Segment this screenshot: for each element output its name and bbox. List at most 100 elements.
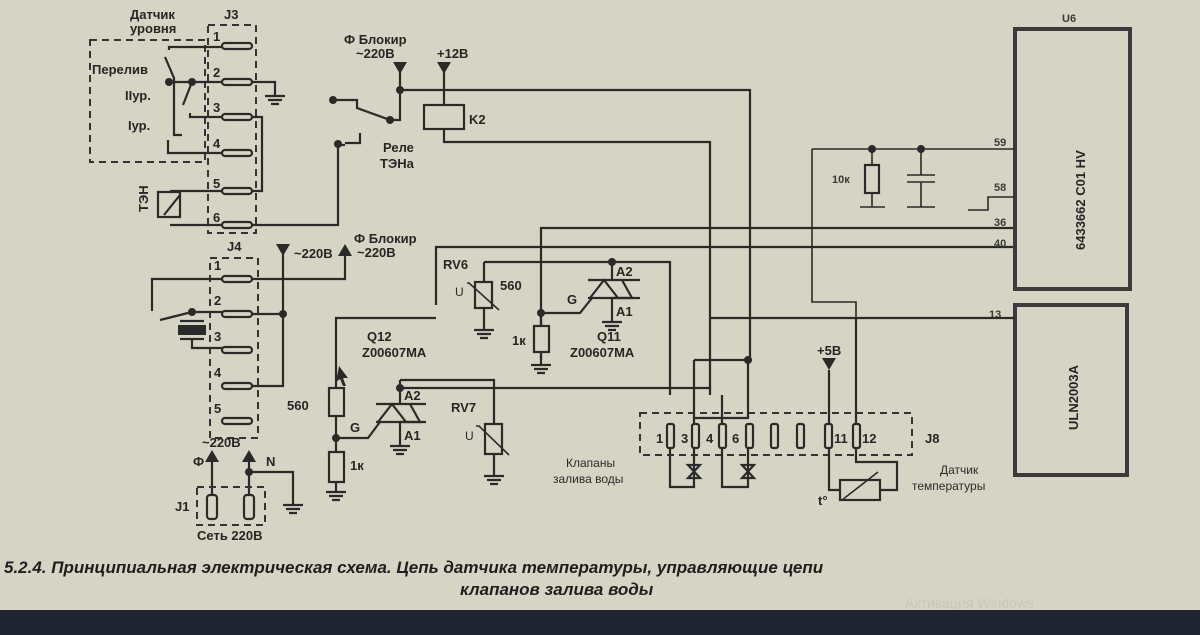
j8-pin-12: 12 <box>862 431 876 446</box>
j1-phase: Ф <box>193 454 204 469</box>
j8-pin-6: 6 <box>732 431 739 446</box>
power-mid-block-2: ~220В <box>357 245 396 260</box>
figure-caption-1: 5.2.4. Принципиальная электрическая схем… <box>4 558 824 577</box>
mcu-capacitor <box>907 149 935 208</box>
figure-caption-2: клапанов залива воды <box>460 580 654 599</box>
j1-neutral: N <box>266 454 275 469</box>
q11-a1: A1 <box>616 304 633 319</box>
q12-gate-res-bottom-value: 1к <box>350 458 364 473</box>
level-sensor: Датчик уровня Перелив IIур. Iур. <box>89 7 228 163</box>
relay-supply-block-2: ~220В <box>356 46 395 61</box>
driver-part: ULN2003A <box>1066 364 1081 430</box>
temp-sensor-label-1: Датчик <box>940 463 979 477</box>
q11-name: Q11 <box>597 329 621 344</box>
relay-coil <box>422 103 466 131</box>
mcu-pin-58: 58 <box>994 182 1006 194</box>
connector-j8: J8 1 3 4 6 11 12 Клапаны залива воды +5В… <box>553 318 985 508</box>
level2-label: IIур. <box>125 88 151 103</box>
triac-q11-circuit: RV6 560 U A2 A1 G 1к Q11 Z00607MA <box>434 226 1015 395</box>
j3-pin-6: 6 <box>213 210 220 225</box>
valve-1-icon <box>685 463 703 480</box>
q12-name: Q12 <box>367 329 392 344</box>
j4-pin-1: 1 <box>214 258 221 273</box>
q11-gate: G <box>567 292 577 307</box>
schematic-diagram: Датчик уровня Перелив IIур. Iур. J3 1 2 … <box>4 7 1132 610</box>
q12-gate-res-top-value: 560 <box>287 398 309 413</box>
mcu-pin-36: 36 <box>994 217 1006 229</box>
q11-gate-resistor <box>532 324 551 354</box>
level1-label: Iур. <box>128 118 150 133</box>
j3-label: J3 <box>224 7 238 22</box>
q11-gate-res-value: 1к <box>512 333 526 348</box>
j8-pin-3: 3 <box>681 431 688 446</box>
driver-body <box>1013 303 1129 477</box>
heater-element <box>156 190 182 219</box>
mcu-pin-40: 40 <box>994 238 1006 250</box>
q12-gate: G <box>350 420 360 435</box>
j8-box <box>639 412 913 456</box>
mcu-body <box>1013 27 1132 291</box>
rv7-symbol: U <box>465 429 474 443</box>
j3-pin-5: 5 <box>213 176 220 191</box>
mcu-pin-59: 59 <box>994 137 1006 149</box>
q12-gate-resistor-bottom <box>327 450 346 484</box>
monitor-screen: Датчик уровня Перелив IIур. Iур. J3 1 2 … <box>0 0 1200 610</box>
monitor-bezel <box>0 610 1200 635</box>
driver-uln2003a: ULN2003A 13 <box>710 303 1129 477</box>
j3-pin-3: 3 <box>213 100 220 115</box>
j1-label: J1 <box>175 499 189 514</box>
mcu-part: 6433662 C01 HV <box>1073 150 1088 250</box>
j1-box <box>196 486 266 526</box>
triac-q12-circuit: Q12 Z00607MA 560 1к G A2 A1 RV7 U <box>287 316 712 502</box>
power-mid-block-1: Ф Блокир <box>354 231 417 246</box>
j4-pin-5: 5 <box>214 401 221 416</box>
rv7-name: RV7 <box>451 400 476 415</box>
valve-2-icon <box>739 463 757 480</box>
valves-label-1: Клапаны <box>566 456 615 470</box>
relay-k2: Ф Блокир ~220В +12В K2 Реле ТЭНа <box>329 32 752 390</box>
mcu-resistor <box>863 163 881 195</box>
connector-j1: ~220В Ф N J1 Сеть 220В <box>175 435 303 543</box>
rv6-value: 560 <box>500 278 522 293</box>
heater-label: ТЭН <box>136 185 151 212</box>
j8-pin-1: 1 <box>656 431 663 446</box>
q12-part: Z00607MA <box>362 345 427 360</box>
heater: ТЭН <box>136 185 222 227</box>
j3-pin-1: 1 <box>213 29 220 44</box>
temp-sensor-symbol: t° <box>818 493 828 508</box>
level-sensor-title-2: уровня <box>130 21 176 36</box>
overflow-label: Перелив <box>92 62 148 77</box>
j8-pin-4: 4 <box>706 431 714 446</box>
mcu-ref: U6 <box>1062 13 1076 25</box>
level-sensor-title-1: Датчик <box>130 7 175 22</box>
q12-a1: A1 <box>404 428 421 443</box>
rv6-symbol: U <box>455 285 464 299</box>
connector-j4: J4 1 2 3 4 5 <box>150 239 347 439</box>
j4-pin-3: 3 <box>214 329 221 344</box>
connector-j3: J3 1 2 3 4 5 6 <box>207 7 285 234</box>
j1-caption: Сеть 220В <box>197 528 263 543</box>
supply-5v: +5В <box>817 343 841 358</box>
q11-a2: A2 <box>616 264 633 279</box>
valves-label-2: залива воды <box>553 472 623 486</box>
j3-pin-2: 2 <box>213 65 220 80</box>
j3-pins: 1 2 3 4 5 6 <box>213 29 221 225</box>
j3-pin-4: 4 <box>213 136 221 151</box>
j4-label: J4 <box>227 239 242 254</box>
j1-voltage: ~220В <box>202 435 241 450</box>
rv6-name: RV6 <box>443 257 468 272</box>
power-mid-left-label: ~220В <box>294 246 333 261</box>
j8-pin-11: 11 <box>834 431 848 446</box>
windows-activation-watermark: Активация Windows <box>905 595 1034 610</box>
relay-supply-12v: +12В <box>437 46 468 61</box>
j4-pin-4: 4 <box>214 365 222 380</box>
relay-caption-1: Реле <box>383 140 414 155</box>
j3-box <box>207 24 257 234</box>
mcu-resistor-value: 10к <box>832 174 850 186</box>
power-mid: ~220В Ф Блокир ~220В <box>276 231 417 261</box>
mcu-u6: U6 6433662 C01 HV 59 58 36 40 10к <box>811 13 1132 318</box>
q11-part: Z00607MA <box>570 345 635 360</box>
q12-gate-resistor-top <box>327 386 346 418</box>
j8-label: J8 <box>925 431 939 446</box>
relay-name: K2 <box>469 112 486 127</box>
